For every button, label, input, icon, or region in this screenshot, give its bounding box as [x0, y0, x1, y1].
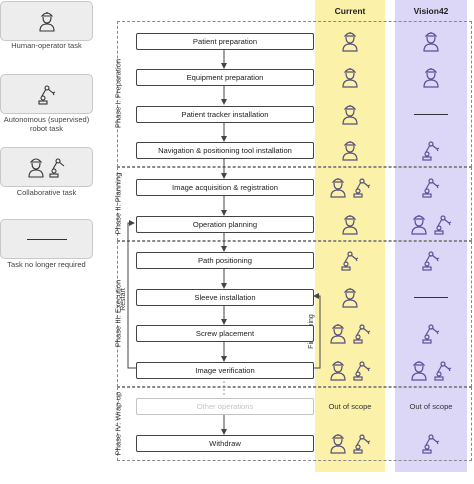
vision-cell-9 [395, 353, 467, 387]
step-image-acquisition: Image acquisition & registration [136, 179, 314, 196]
human-operator-icon [328, 359, 348, 381]
out-of-scope-text: Out of scope [409, 401, 453, 411]
vision-cell-2 [395, 97, 467, 131]
current-cell-8 [315, 316, 385, 350]
robot-arm-icon [351, 176, 373, 198]
phase-box-execution [117, 241, 472, 387]
robot-arm-icon [420, 176, 442, 198]
robot-arm-icon [432, 359, 454, 381]
human-operator-icon [421, 30, 441, 52]
legend-human-box [0, 1, 93, 41]
step-patient-preparation: Patient preparation [136, 33, 314, 50]
human-operator-icon [340, 139, 360, 161]
current-cell-3 [315, 133, 385, 167]
robot-arm-icon [351, 432, 373, 454]
human-operator-icon [340, 66, 360, 88]
human-operator-icon [37, 10, 57, 32]
robot-arm-icon [351, 359, 373, 381]
legend-collab-box [0, 147, 93, 187]
step-other-operations: Other operations [136, 398, 314, 415]
robot-arm-icon [420, 139, 442, 161]
current-cell-6 [315, 243, 385, 277]
step-screw-placement: Screw placement [136, 325, 314, 342]
human-operator-icon [409, 359, 429, 381]
legend-human-label: Human-operator task [11, 41, 82, 50]
legend-robot-label: Autonomous (supervised) robot task [3, 115, 90, 133]
human-operator-icon [328, 176, 348, 198]
flow-arrows [127, 48, 321, 435]
current-cell-10: Out of scope [315, 389, 385, 423]
current-cell-11 [315, 426, 385, 460]
no-longer-required-line [414, 113, 448, 115]
human-operator-icon [340, 30, 360, 52]
vision-cell-11 [395, 426, 467, 460]
legend-none-label: Task no longer required [7, 260, 86, 269]
step-patient-tracker-installation: Patient tracker installation [136, 106, 314, 123]
current-cell-7 [315, 280, 385, 314]
current-cell-2 [315, 97, 385, 131]
human-operator-icon [409, 213, 429, 235]
human-robot-icon [26, 156, 68, 178]
vision-cell-6 [395, 243, 467, 277]
vision-cell-10: Out of scope [395, 389, 467, 423]
robot-arm-icon [420, 432, 442, 454]
step-withdraw: Withdraw [136, 435, 314, 452]
vision-cell-3 [395, 133, 467, 167]
phase-box-wrapup [117, 387, 472, 461]
human-operator-icon [340, 286, 360, 308]
human-operator-icon [328, 432, 348, 454]
robot-arm-icon [339, 249, 361, 271]
current-cell-5 [315, 207, 385, 241]
restart-label: Restart [119, 288, 127, 311]
current-cell-9 [315, 353, 385, 387]
step-image-verification: Image verification [136, 362, 314, 379]
step-path-positioning: Path positioning [136, 252, 314, 269]
step-equipment-preparation: Equipment preparation [136, 69, 314, 86]
vision-cell-7 [395, 280, 467, 314]
out-of-scope-text: Out of scope [328, 401, 372, 411]
human-operator-icon [328, 322, 348, 344]
vision-column-header: Vision42 [413, 6, 449, 16]
legend-none-box [0, 219, 93, 259]
human-operator-icon [340, 103, 360, 125]
current-cell-4 [315, 170, 385, 204]
current-column-header: Current [334, 6, 366, 16]
phase-box-preparation [117, 21, 472, 167]
vision-cell-0 [395, 24, 467, 58]
legend-collab-label: Collaborative task [16, 188, 77, 197]
phase-box-planning [117, 167, 472, 241]
robot-arm-icon [351, 322, 373, 344]
robot-arm-icon [36, 83, 58, 105]
current-cell-1 [315, 60, 385, 94]
step-navigation-tool-installation: Navigation & positioning tool installati… [136, 142, 314, 159]
step-operation-planning: Operation planning [136, 216, 314, 233]
human-operator-icon [421, 66, 441, 88]
robot-arm-icon [420, 322, 442, 344]
robot-arm-icon [432, 213, 454, 235]
human-operator-icon [340, 213, 360, 235]
current-cell-0 [315, 24, 385, 58]
vision-cell-1 [395, 60, 467, 94]
legend-robot-box [0, 74, 93, 114]
vision-cell-5 [395, 207, 467, 241]
no-longer-required-line [26, 238, 67, 240]
vision-cell-8 [395, 316, 467, 350]
step-sleeve-installation: Sleeve installation [136, 289, 314, 306]
robot-arm-icon [420, 249, 442, 271]
no-longer-required-line [414, 296, 448, 298]
vision-cell-4 [395, 170, 467, 204]
